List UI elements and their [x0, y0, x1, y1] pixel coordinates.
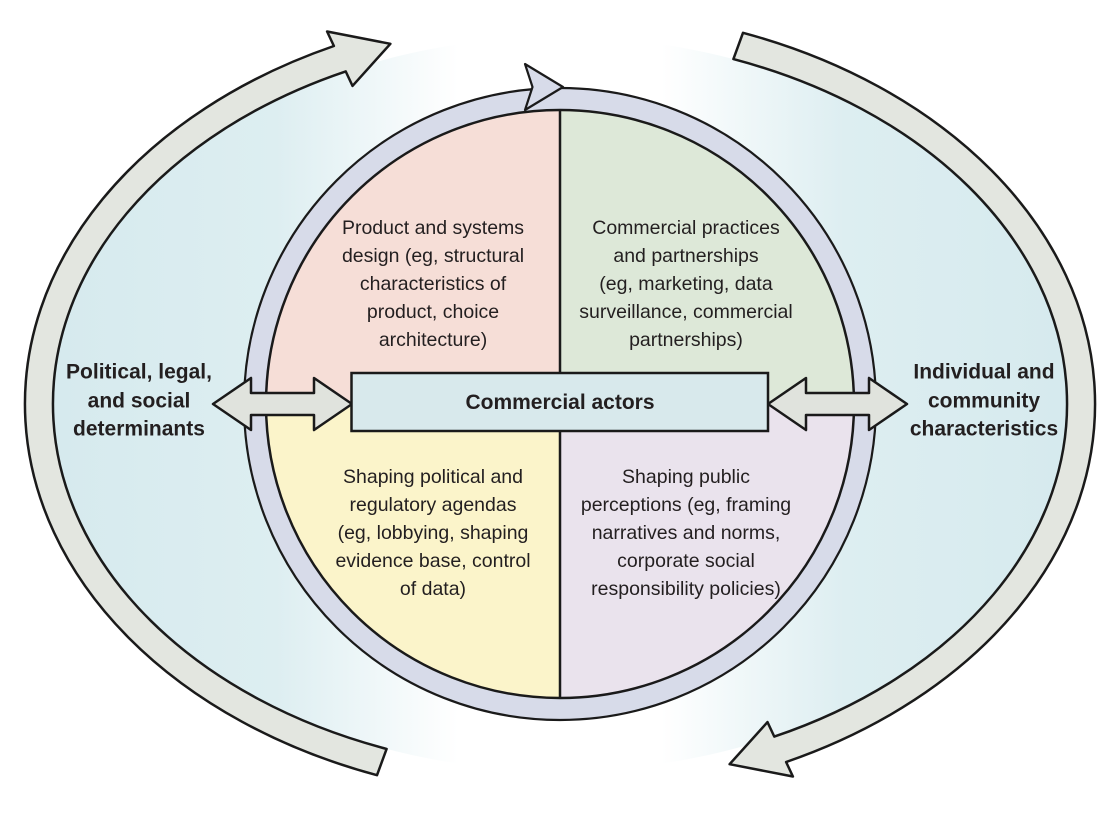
- quadrant-bottom-left: [266, 404, 560, 698]
- quadrant-top-right: [560, 110, 854, 404]
- quadrant-bottom-right-label: Shaping public perceptions (eg, framing …: [580, 466, 792, 600]
- left-determinants-label: Political, legal, and social determinant…: [66, 360, 212, 441]
- curved-cycle-arrow-right: [728, 31, 1097, 778]
- quadrant-top-right-label: Commercial practices and partnerships (e…: [579, 217, 793, 351]
- quadrant-bottom-left-label: Shaping political and regulatory agendas…: [335, 466, 531, 600]
- curved-cycle-arrow-left: [23, 30, 392, 777]
- quadrant-top-left-label: Product and systems design (eg, structur…: [341, 217, 525, 351]
- quadrant-bottom-right: [560, 404, 854, 698]
- commercial-actors-label: Commercial actors: [465, 391, 655, 414]
- right-characteristics-label: Individual and community characteristics: [909, 360, 1059, 441]
- commercial-actors-banner: [350, 371, 770, 433]
- quadrant-top-left: [266, 110, 560, 404]
- ring-arrowhead-icon: [523, 62, 565, 112]
